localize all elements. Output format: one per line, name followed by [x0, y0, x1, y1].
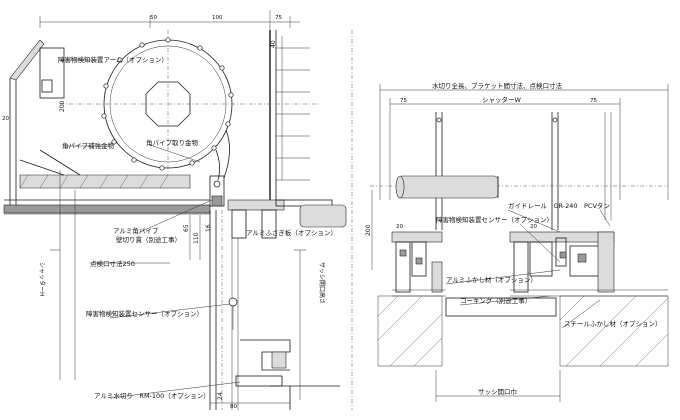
label-alu-cover-right: アルミふかし材（オプション） — [446, 275, 537, 284]
label-sash-height: サッシ開口高さ — [318, 262, 326, 304]
dim-r20b: 20 — [530, 224, 537, 230]
label-alu-cover-plate: アルミふさぎ板（オプション） — [246, 228, 337, 237]
label-sensor-right: 障害物検知装置センサー（オプション） — [436, 215, 553, 224]
dim-75: 75 — [275, 15, 282, 21]
dim-16: 16 — [205, 224, 212, 232]
label-square-pipe-fixture: 角パイプ取り金物 — [146, 138, 199, 147]
dim-50: 50 — [150, 15, 157, 21]
right-section: 水切り全長、ブラケット間寸法、点検口寸法 75 75 シャッターW 200 ガイ… — [365, 81, 669, 402]
left-section: 50 100 75 20 — [2, 10, 347, 410]
dim-100: 100 — [212, 15, 223, 21]
dim-20: 20 — [2, 116, 9, 122]
dim-24: 24 — [217, 392, 224, 400]
label-obstacle-arm: 障害物検知装置アーム（オプション） — [58, 55, 168, 64]
dim-65: 65 — [183, 224, 190, 232]
dim-200: 200 — [59, 100, 66, 112]
label-shutter-h: シャッターH — [38, 262, 46, 297]
label-caulking: コーキング（別途工事） — [460, 296, 531, 305]
label-alu-drip: アルミ水切り RM-100（オプション） — [94, 391, 210, 400]
label-partition: 壁切り貫（別途工事） — [116, 235, 181, 244]
label-sash-width: サッシ開口巾 — [478, 387, 517, 396]
label-pipe-reinforcement: 角パイプ補強金物 — [62, 141, 115, 150]
label-guide-rail: ガイドレール GR-240 — [508, 201, 578, 210]
barrel-bolts — [101, 37, 234, 171]
label-sensor: 障害物検知装置センサー（オプション） — [86, 309, 203, 318]
dim-40: 40 — [270, 40, 277, 48]
dim-r200: 200 — [365, 224, 372, 236]
dim-80: 80 — [230, 404, 237, 410]
dim-r20a: 20 — [396, 224, 403, 230]
label-pvc-tan: PCVタン — [584, 201, 610, 210]
bracket-hatch — [19, 174, 169, 189]
label-inspection-opening: 点検口寸法250 — [90, 259, 135, 268]
dim-110: 110 — [193, 232, 200, 244]
dim-r75a: 75 — [400, 98, 407, 104]
label-overall-title: 水切り全長、ブラケット間寸法、点検口寸法 — [432, 81, 563, 90]
label-alu-pipe: アルミ角パイプ — [113, 226, 159, 235]
wall-hatch — [377, 295, 669, 367]
dim-r75b: 75 — [590, 98, 597, 104]
label-steel-cover: スチールふかし材（オプション） — [564, 319, 662, 328]
label-shutter-w: シャッターW — [482, 95, 522, 104]
wall-bolts — [276, 47, 310, 181]
